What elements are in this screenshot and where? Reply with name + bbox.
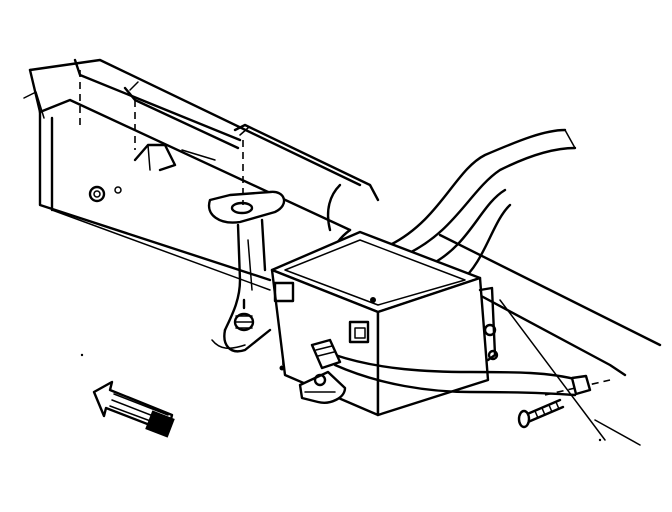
mounting-bracket — [207, 190, 286, 353]
frame-rail — [23, 58, 662, 446]
electrical-connector — [279, 365, 347, 404]
crossmember — [73, 58, 380, 202]
control-module — [270, 230, 499, 417]
print-specks — [80, 353, 602, 442]
nut — [233, 298, 255, 332]
bolt — [517, 398, 565, 429]
wiring-harness — [310, 338, 592, 397]
view-arrow — [92, 380, 175, 438]
